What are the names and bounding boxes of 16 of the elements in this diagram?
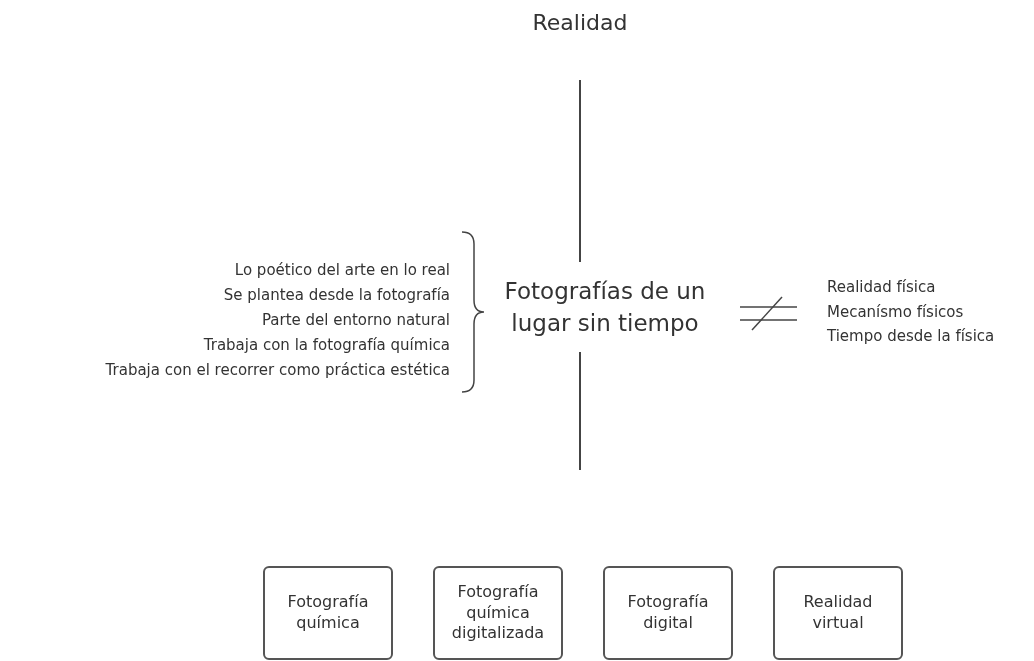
category-box: Fotografía digital (603, 566, 733, 660)
list-item-text: Realidad física (827, 277, 936, 298)
list-item-text: Trabaja con la fotografía química (203, 335, 450, 356)
list-item-text: Trabaja con el recorrer como práctica estética (105, 360, 450, 381)
list-item-text: Tiempo desde la física (827, 326, 995, 347)
category-box: Fotografía química (263, 566, 393, 660)
heading-text: Fotografías de un lugar sin tiempo (480, 262, 730, 352)
list-item-text: Se plantea desde la fotografía (223, 285, 450, 306)
category-box: Realidad virtual (773, 566, 903, 660)
category-box: Fotografía química digitalizada (433, 566, 563, 660)
heading-text: Realidad (480, 0, 680, 80)
list-item-text: Mecanísmo físicos (827, 301, 964, 323)
connector-line (579, 351, 581, 471)
connector-line (579, 79, 581, 263)
list-item-text: Lo poético del arte en lo real (234, 260, 450, 281)
list-item-text: Parte del entorno natural (261, 310, 450, 331)
